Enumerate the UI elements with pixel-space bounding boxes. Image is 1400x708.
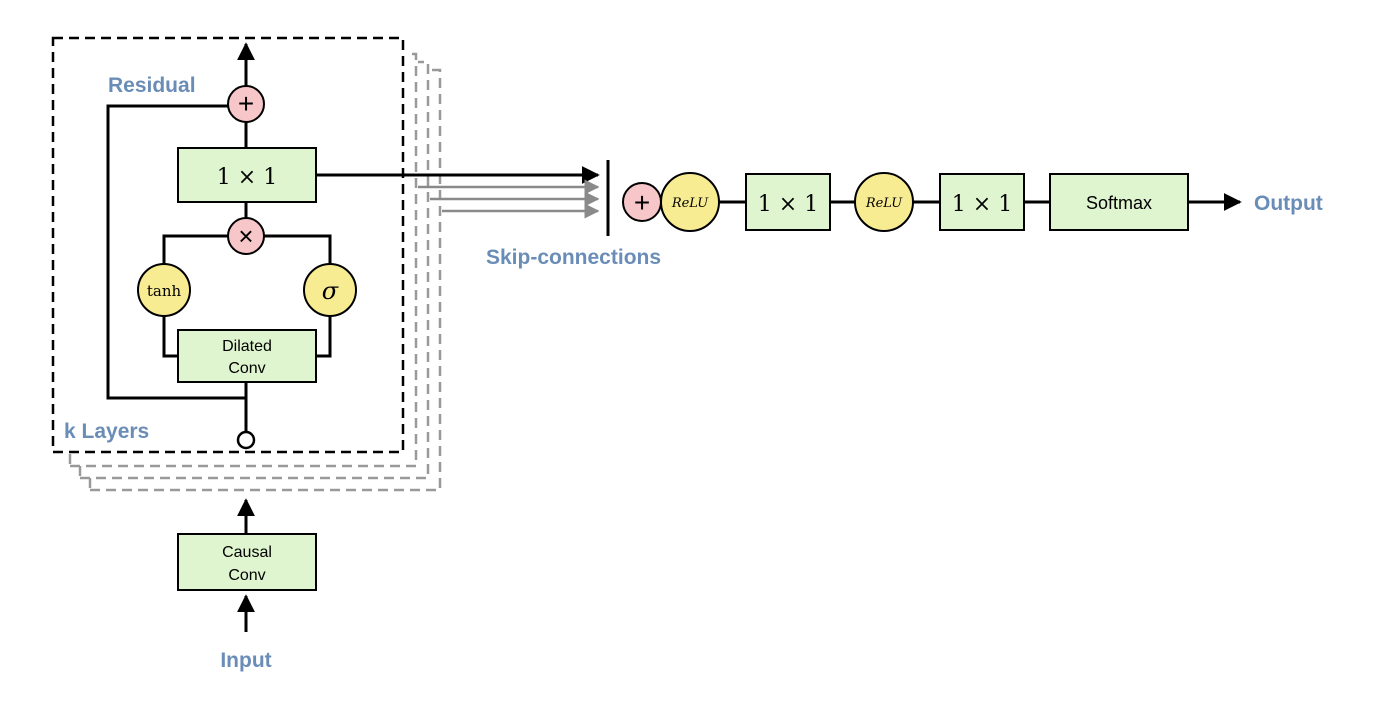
head-conv1x1-label-2: 1 × 1 <box>952 192 1012 217</box>
sigmoid-activation: σ <box>303 263 357 317</box>
relu-label-1: ReLU <box>671 196 709 211</box>
residual-path <box>106 104 246 400</box>
layer-input-node <box>236 430 256 450</box>
skip-connections-label: Skip-connections <box>486 246 661 269</box>
plus-icon-2: + <box>634 187 650 218</box>
residual-label: Residual <box>108 74 196 97</box>
relu-activation-1: ReLU <box>660 172 720 232</box>
input-label: Input <box>220 649 271 672</box>
layer-conv1x1-block: 1 × 1 <box>177 147 317 203</box>
residual-add-node: + <box>227 85 265 123</box>
relu-activation-2: ReLU <box>854 172 914 232</box>
tanh-activation: tanh <box>137 263 191 317</box>
head-conv1x1-block-2: 1 × 1 <box>939 173 1025 231</box>
plus-icon: + <box>238 88 254 119</box>
dilated-conv-line1: Dilated <box>222 338 272 355</box>
relu-label-2: ReLU <box>865 196 903 211</box>
layer-block-outline <box>51 36 405 454</box>
causal-conv-block: Causal Conv <box>177 533 317 591</box>
head-conv1x1-label-1: 1 × 1 <box>758 192 818 217</box>
tanh-label: tanh <box>147 282 182 300</box>
dilated-conv-block: Dilated Conv <box>177 329 317 383</box>
causal-conv-line2: Conv <box>228 567 265 584</box>
softmax-label: Softmax <box>1086 193 1152 213</box>
times-icon: × <box>238 221 253 251</box>
layer-conv1x1-label: 1 × 1 <box>217 165 277 190</box>
sigma-label: σ <box>322 277 339 305</box>
softmax-block: Softmax <box>1049 173 1189 231</box>
k-layers-label: k Layers <box>64 420 149 443</box>
skip-sum-node: + <box>622 182 662 222</box>
head-conv1x1-block-1: 1 × 1 <box>745 173 831 231</box>
stacked-layers-back <box>68 52 442 492</box>
gate-multiply-node: × <box>227 217 265 255</box>
causal-conv-line1: Causal <box>222 544 272 561</box>
dilated-conv-line2: Conv <box>228 360 265 377</box>
output-label: Output <box>1254 192 1323 215</box>
